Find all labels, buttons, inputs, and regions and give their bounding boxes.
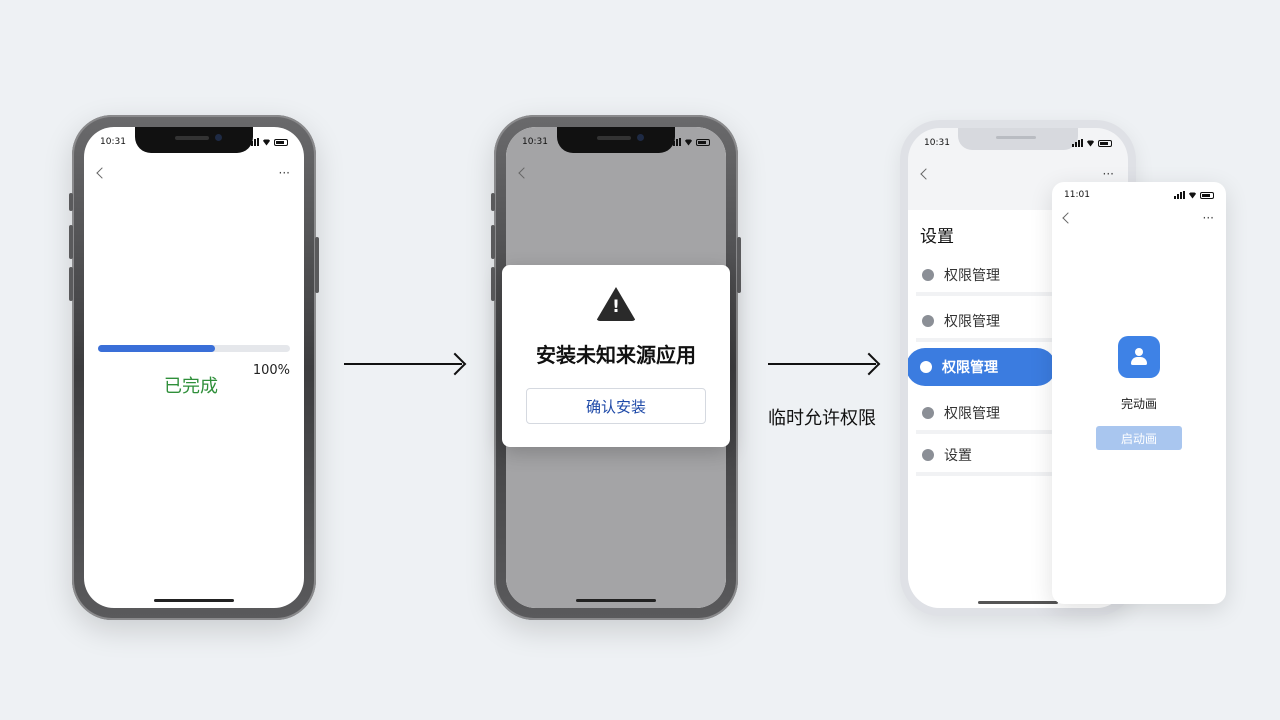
settings-item-label: 设置 [944,448,972,464]
status-time: 11:01 [1064,190,1090,200]
battery-icon [1200,191,1214,199]
lock-icon [922,269,934,281]
settings-item-permissions-2[interactable]: 权限管理 [916,304,1116,342]
wifi-icon [684,139,693,146]
settings-title: 设置 [920,227,954,247]
install-progress-bar [98,345,290,352]
battery-icon [274,138,288,146]
confirm-install-button[interactable]: 确认安装 [526,388,706,424]
phone-2-screen: 10:31 ! 安装未知来源应用 确认安装 [502,127,730,608]
status-bar: 10:31 [924,136,1112,150]
flow-arrow-1 [344,363,462,365]
settings-item-label: 权限管理 [944,406,1000,422]
arrow-label: 临时允许权限 [768,408,876,429]
app-name: 完动画 [1120,397,1157,411]
notch [135,127,253,153]
back-icon[interactable] [1062,212,1074,224]
settings-item-label: 权限管理 [942,360,998,376]
warning-icon: ! [594,287,638,325]
wifi-icon [1188,192,1197,199]
settings-item-permissions-active[interactable]: 权限管理 [908,348,1056,386]
phone-1-screen: 10:31 ··· 100% 已完成 [84,127,304,608]
install-status-label: 已完成 [164,376,218,397]
back-icon[interactable] [920,168,932,180]
status-time: 10:31 [100,137,126,147]
wifi-icon [262,139,271,146]
info-icon [922,407,934,419]
more-icon[interactable]: ··· [278,166,290,180]
user-icon [1130,348,1148,366]
home-indicator[interactable] [576,599,656,602]
signal-icon [1174,191,1185,199]
battery-icon [696,138,710,146]
phone-4-screen: 11:01 ··· 完动画 启动画 [1052,182,1226,604]
home-indicator[interactable] [154,599,234,602]
phone-2: 10:31 ! 安装未知来源应用 确认安装 [491,115,741,620]
progress-fill [98,345,216,352]
home-indicator[interactable] [978,601,1058,604]
app-icon[interactable] [1118,336,1160,378]
battery-icon [1098,139,1112,147]
more-icon[interactable]: ··· [1202,211,1214,225]
info-icon [922,449,934,461]
status-time: 10:31 [924,138,950,148]
back-icon[interactable] [518,167,530,179]
more-icon[interactable]: ··· [1102,167,1114,181]
dialog-title: 安装未知来源应用 [536,343,696,367]
notch [557,127,675,153]
launch-button[interactable]: 启动画 [1096,426,1182,450]
settings-item-settings[interactable]: 设置 [916,438,1116,476]
settings-item-permissions-4[interactable]: 权限管理 [916,396,1116,434]
status-bar: 11:01 [1064,188,1214,202]
gear-icon [922,315,934,327]
toggle-dot-icon [920,361,932,373]
install-warning-dialog: ! 安装未知来源应用 确认安装 [502,265,730,447]
back-icon[interactable] [96,167,108,179]
settings-item-label: 权限管理 [944,268,1000,284]
flow-arrow-2 [768,363,876,365]
settings-item-permissions-1[interactable]: 权限管理 [916,258,1116,296]
phone-1: 10:31 ··· 100% 已完成 [69,115,319,620]
wifi-icon [1086,140,1095,147]
status-bar: 10:31 [522,135,710,149]
signal-icon [1072,139,1083,147]
progress-percent: 100% [252,363,290,378]
notch [958,128,1078,150]
status-time: 10:31 [522,137,548,147]
settings-item-label: 权限管理 [944,314,1000,330]
